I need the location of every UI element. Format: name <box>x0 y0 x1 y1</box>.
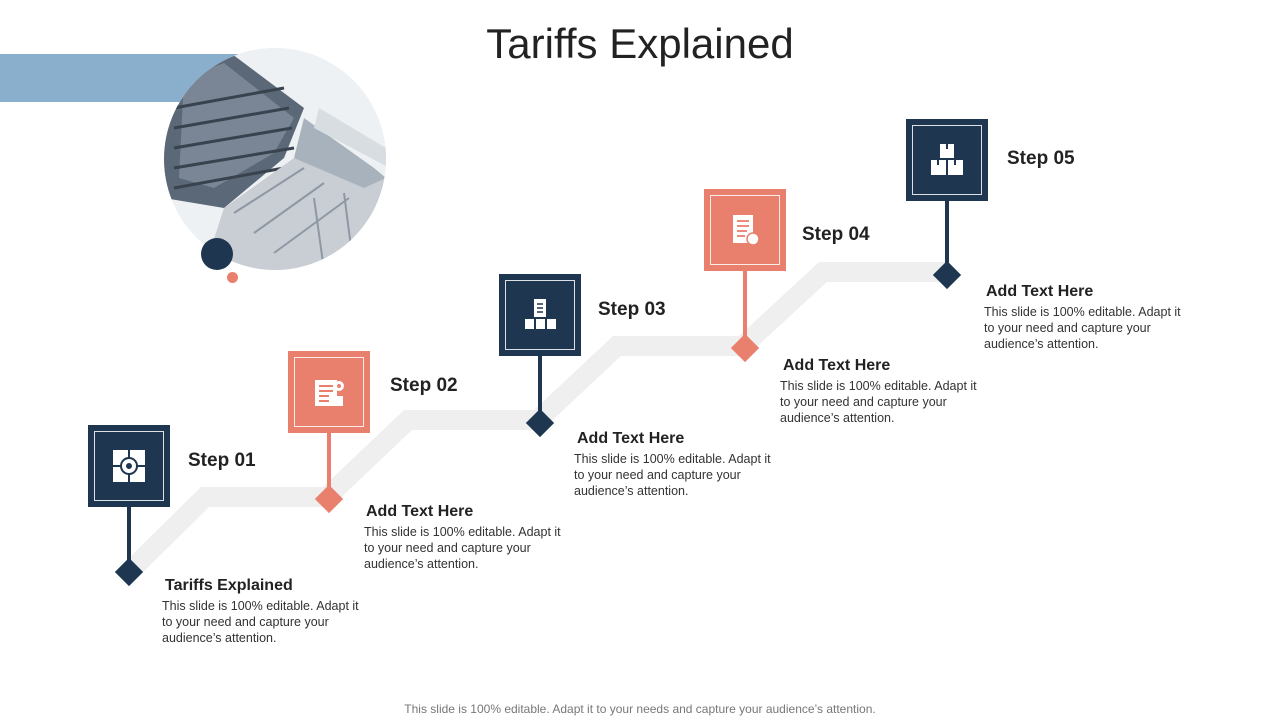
stacked-boxes-icon <box>931 144 963 175</box>
step-01-icon-box <box>88 425 170 507</box>
step-01-label: Step 01 <box>188 450 256 471</box>
step-04-body: This slide is 100% editable. Adapt it to… <box>780 379 977 425</box>
step-03-icon-box <box>499 274 581 356</box>
step-02-label: Step 02 <box>390 375 458 396</box>
step-01-stem <box>127 506 131 572</box>
step-04-stem <box>743 270 747 346</box>
target-box-icon <box>113 450 145 482</box>
step-02-heading: Add Text Here <box>366 503 474 520</box>
step-02-icon-box <box>288 351 370 433</box>
decorative-dot-navy <box>201 238 233 270</box>
building-photo <box>164 48 386 270</box>
checklist-icon <box>733 215 760 246</box>
step-04-icon-box <box>704 189 786 271</box>
step-05-body: This slide is 100% editable. Adapt it to… <box>984 305 1181 351</box>
step-05-stem <box>945 200 949 272</box>
step-03-body: This slide is 100% editable. Adapt it to… <box>574 452 771 498</box>
step-04-label: Step 04 <box>802 224 870 245</box>
clipboard-boxes-icon <box>525 299 556 329</box>
decorative-dot-coral <box>227 272 238 283</box>
step-03-label: Step 03 <box>598 299 666 320</box>
step-03-heading: Add Text Here <box>577 430 685 447</box>
step-05-icon-box <box>906 119 988 201</box>
step-02-body: This slide is 100% editable. Adapt it to… <box>364 525 561 571</box>
step-05-heading: Add Text Here <box>986 283 1094 300</box>
step-03-stem <box>538 354 542 420</box>
step-01-body: This slide is 100% editable. Adapt it to… <box>162 599 359 645</box>
invoice-settings-icon <box>315 380 344 406</box>
step-05-label: Step 05 <box>1007 148 1075 169</box>
step-01-heading: Tariffs Explained <box>165 577 293 594</box>
footer-note: This slide is 100% editable. Adapt it to… <box>404 702 876 716</box>
slide-title: Tariffs Explained <box>486 20 794 67</box>
step-02-stem <box>327 432 331 496</box>
step-04-heading: Add Text Here <box>783 357 891 374</box>
